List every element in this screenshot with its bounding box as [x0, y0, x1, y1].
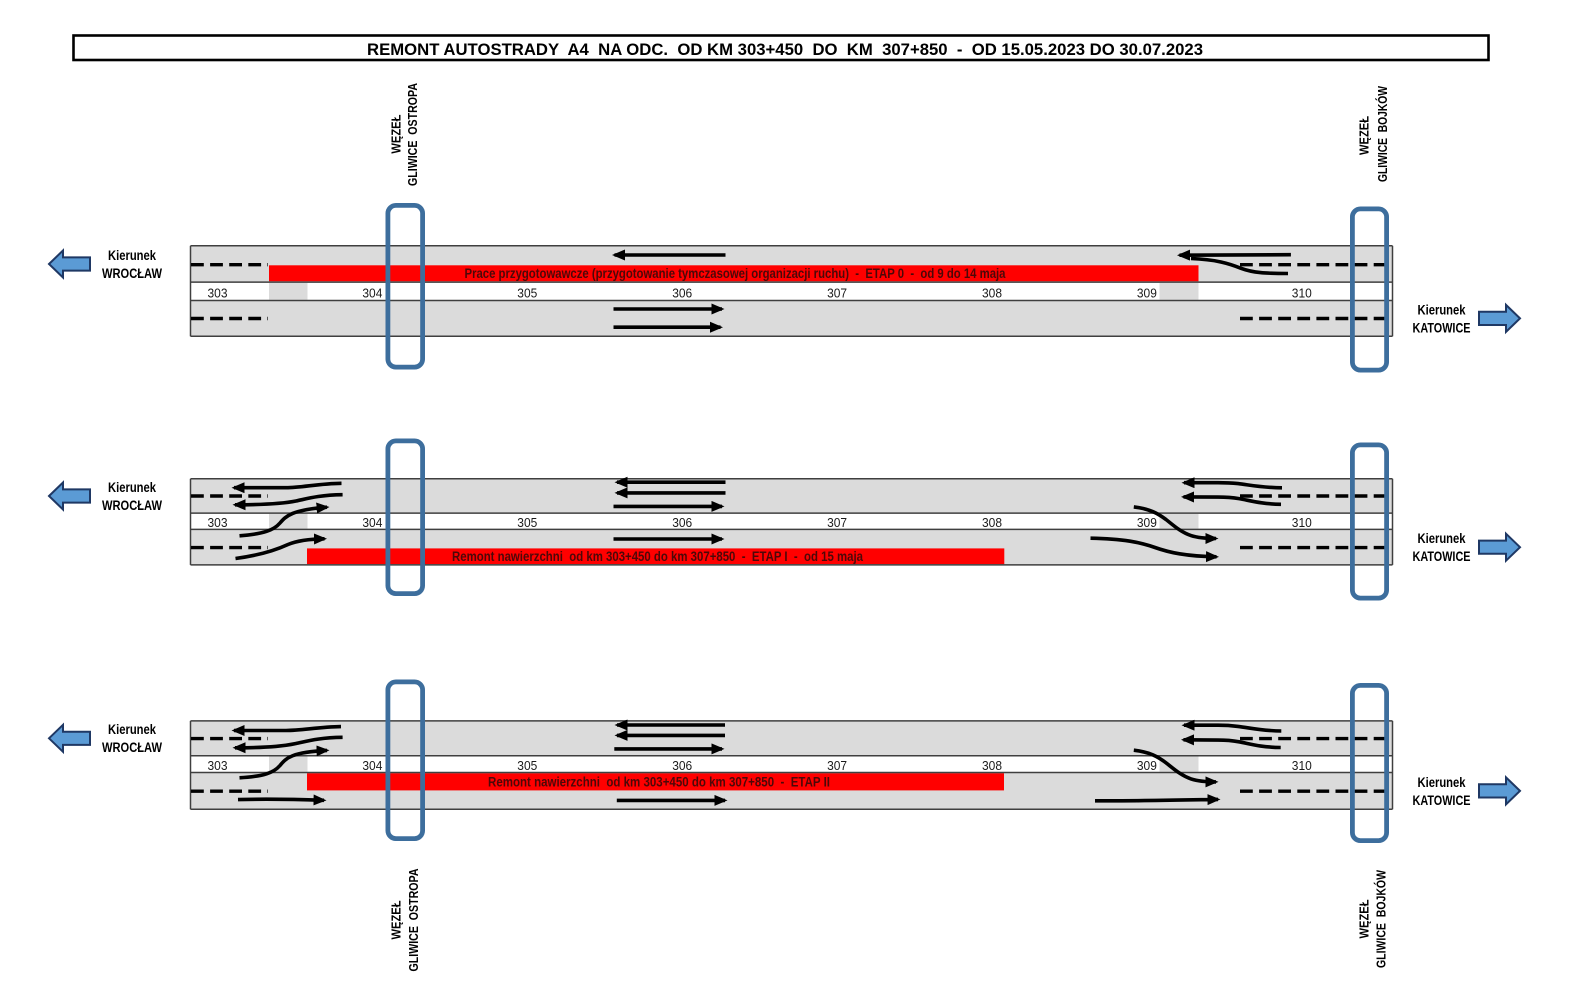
svg-text:307: 307: [827, 758, 847, 773]
svg-text:306: 306: [672, 758, 692, 773]
svg-text:304: 304: [362, 285, 382, 300]
svg-text:KATOWICE: KATOWICE: [1413, 549, 1471, 564]
svg-text:WROCŁAW: WROCŁAW: [102, 266, 162, 281]
svg-text:304: 304: [362, 758, 382, 773]
svg-text:305: 305: [517, 285, 537, 300]
svg-text:305: 305: [517, 515, 537, 530]
svg-text:WĘZEŁ: WĘZEŁ: [1357, 116, 1372, 155]
svg-text:WROCŁAW: WROCŁAW: [102, 740, 162, 755]
svg-text:307: 307: [827, 285, 847, 300]
svg-text:GLIWICE OSTROPA: GLIWICE OSTROPA: [406, 868, 421, 971]
svg-text:WROCŁAW: WROCŁAW: [102, 498, 162, 513]
svg-text:310: 310: [1292, 758, 1312, 773]
svg-text:308: 308: [982, 285, 1002, 300]
svg-text:WĘZEŁ: WĘZEŁ: [389, 900, 404, 939]
svg-text:303: 303: [208, 758, 228, 773]
svg-text:Kierunek: Kierunek: [108, 480, 156, 495]
svg-text:308: 308: [982, 758, 1002, 773]
svg-text:303: 303: [208, 285, 228, 300]
svg-text:310: 310: [1292, 515, 1312, 530]
svg-text:309: 309: [1137, 758, 1157, 773]
svg-text:Kierunek: Kierunek: [1418, 775, 1466, 790]
svg-text:Kierunek: Kierunek: [1418, 302, 1466, 317]
svg-text:Remont nawierzchni od km 303+: Remont nawierzchni od km 303+450 do km 3…: [452, 549, 863, 564]
svg-text:GLIWICE OSTROPA: GLIWICE OSTROPA: [405, 83, 420, 186]
svg-text:Prace przygotowawcze (przygoto: Prace przygotowawcze (przygotowanie tymc…: [465, 266, 1006, 281]
svg-text:308: 308: [982, 515, 1002, 530]
svg-text:305: 305: [517, 758, 537, 773]
svg-text:Remont nawierzchni od km 303+: Remont nawierzchni od km 303+450 do km 3…: [488, 775, 830, 790]
svg-text:303: 303: [208, 515, 228, 530]
svg-text:306: 306: [672, 515, 692, 530]
svg-text:310: 310: [1292, 285, 1312, 300]
svg-text:307: 307: [827, 515, 847, 530]
svg-text:309: 309: [1137, 285, 1157, 300]
svg-text:REMONT AUTOSTRADY A4 NA ODC.: REMONT AUTOSTRADY A4 NA ODC. OD KM 303+4…: [367, 41, 1203, 59]
svg-text:309: 309: [1137, 515, 1157, 530]
svg-text:306: 306: [672, 285, 692, 300]
svg-text:KATOWICE: KATOWICE: [1413, 320, 1471, 335]
svg-text:Kierunek: Kierunek: [108, 248, 156, 263]
svg-text:Kierunek: Kierunek: [1418, 531, 1466, 546]
svg-text:GLIWICE BOJKÓW: GLIWICE BOJKÓW: [1374, 869, 1389, 968]
svg-text:WĘZEŁ: WĘZEŁ: [1357, 899, 1372, 938]
svg-text:GLIWICE BOJKÓW: GLIWICE BOJKÓW: [1375, 85, 1390, 182]
svg-text:Kierunek: Kierunek: [108, 722, 156, 737]
svg-text:KATOWICE: KATOWICE: [1413, 793, 1471, 808]
svg-text:WĘZEŁ: WĘZEŁ: [388, 115, 403, 154]
svg-text:304: 304: [362, 515, 382, 530]
